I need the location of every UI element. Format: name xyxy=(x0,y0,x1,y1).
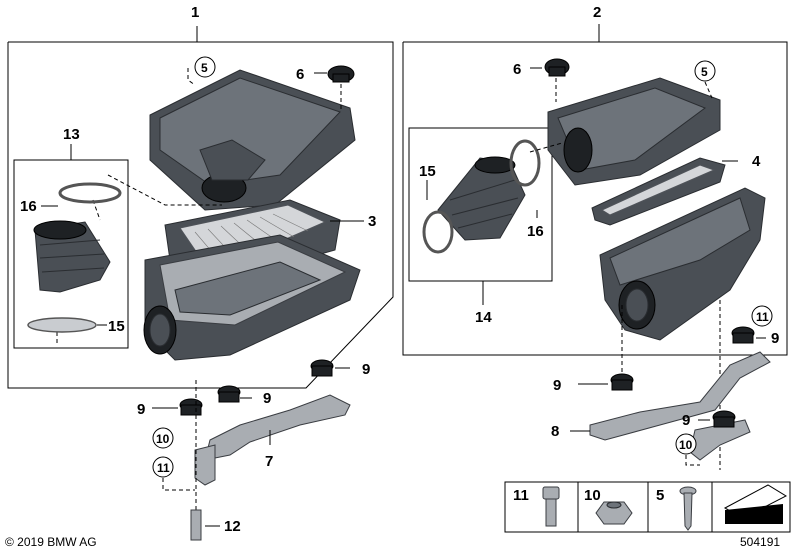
svg-text:10: 10 xyxy=(156,432,170,446)
legend-item-10: 10 xyxy=(584,487,601,504)
rubber-mount-9-f: 9 xyxy=(682,410,736,429)
callout-4: 4 xyxy=(752,153,761,170)
rubber-mount-9-b: 9 xyxy=(217,385,271,407)
callout-11-right: 11 xyxy=(751,305,773,327)
svg-text:11: 11 xyxy=(157,461,170,475)
callout-6-right: 6 xyxy=(513,61,521,78)
bracket-7: 7 xyxy=(194,394,351,486)
svg-text:11: 11 xyxy=(756,310,769,324)
rubber-mount-9-d: 9 xyxy=(731,326,779,347)
callout-5-right: 5 xyxy=(694,60,716,99)
callout-9-b: 9 xyxy=(263,390,271,407)
callout-3: 3 xyxy=(368,213,376,230)
callout-12: 12 xyxy=(224,518,241,535)
fastener-legend: 11 10 5 xyxy=(504,481,791,533)
stud-bolt-12: 12 xyxy=(190,509,241,541)
intake-silencer-cover-right xyxy=(547,77,721,186)
image-number: 504191 xyxy=(740,535,780,549)
grommet-6-right: 6 xyxy=(513,58,570,102)
legend-item-11: 11 xyxy=(513,487,529,504)
assembly-frame-2: 2 xyxy=(402,4,788,356)
callout-15-right: 15 xyxy=(419,163,436,180)
callout-8: 8 xyxy=(551,423,559,440)
callout-9-d: 9 xyxy=(771,330,779,347)
clamp-15-left: 15 xyxy=(27,317,125,335)
arrow-symbol-icon xyxy=(723,484,788,524)
clamp-16-right: 16 xyxy=(509,139,544,240)
filter-element-right: 4 xyxy=(591,153,761,226)
callout-14: 14 xyxy=(475,309,492,326)
callout-10-right: 10 xyxy=(675,433,700,466)
callout-6-left: 6 xyxy=(296,66,304,83)
callout-9-c: 9 xyxy=(137,401,145,418)
rubber-mount-9-a: 9 xyxy=(310,359,370,378)
intake-silencer-housing-right xyxy=(599,187,766,341)
screw-icon xyxy=(679,486,697,531)
rubber-mount-9-e: 9 xyxy=(553,373,634,394)
rubber-grommet-6-left: 6 xyxy=(296,65,355,112)
svg-text:10: 10 xyxy=(679,438,693,452)
intake-silencer-housing-left xyxy=(143,234,361,361)
callout-16-right: 16 xyxy=(527,223,544,240)
clamp-15-right: 15 xyxy=(419,163,454,254)
callout-9-e: 9 xyxy=(553,377,561,394)
intake-silencer-cover-left xyxy=(149,69,356,211)
callout-2: 2 xyxy=(593,4,601,21)
svg-text:5: 5 xyxy=(201,61,208,75)
rubber-mount-9-c: 9 xyxy=(137,398,203,418)
callout-13: 13 xyxy=(63,126,80,143)
subassembly-frame-13: 13 xyxy=(13,126,129,349)
assembly-frame-1: 1 xyxy=(7,4,394,389)
copyright: © 2019 BMW AG xyxy=(5,535,97,549)
bracket-8: 8 xyxy=(551,351,771,461)
callout-9-a: 9 xyxy=(362,361,370,378)
callout-5-left: 5 xyxy=(194,56,216,78)
callout-7: 7 xyxy=(265,453,273,470)
callout-1: 1 xyxy=(191,4,199,21)
callout-11-left: 11 xyxy=(152,456,195,491)
subassembly-frame-14: 14 xyxy=(408,127,553,326)
nut-icon xyxy=(595,501,633,525)
clamp-16-left: 16 xyxy=(20,182,122,215)
callout-10-left: 10 xyxy=(152,427,174,449)
intake-hose-right xyxy=(437,156,526,241)
bolt-icon xyxy=(542,486,560,527)
svg-text:5: 5 xyxy=(701,65,708,79)
callout-9-f: 9 xyxy=(682,412,690,429)
legend-item-5: 5 xyxy=(656,487,664,504)
intake-hose-left xyxy=(33,220,111,293)
callout-16-left: 16 xyxy=(20,198,37,215)
callout-15-left: 15 xyxy=(108,318,125,335)
